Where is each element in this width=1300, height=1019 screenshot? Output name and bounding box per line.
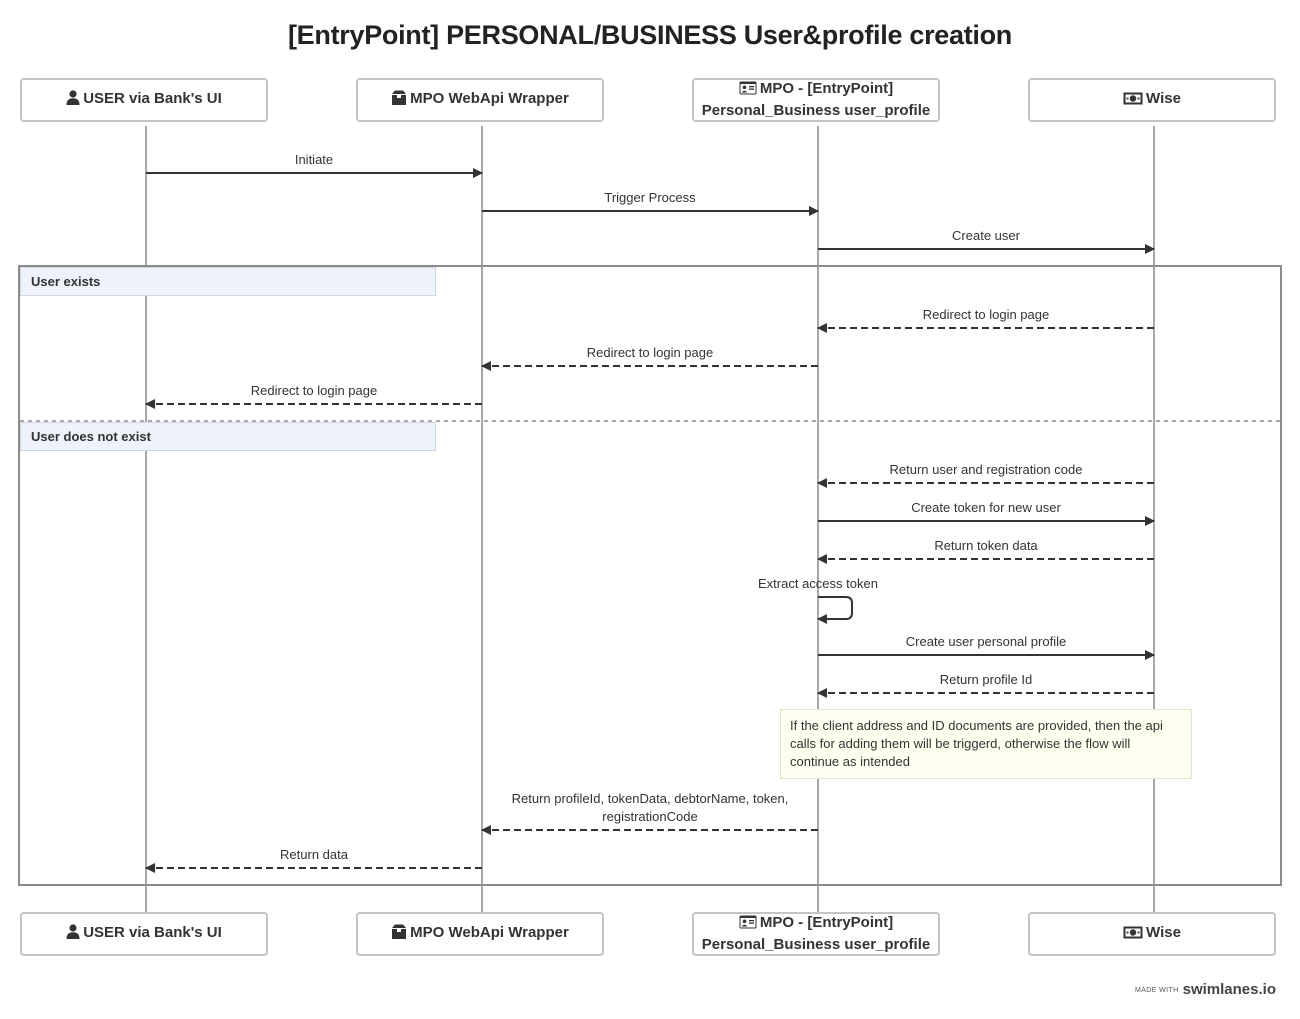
actor-label-line1: MPO - [EntryPoint]: [759, 914, 894, 931]
actor-mpo-top: MPO - [EntryPoint] Personal_Business use…: [692, 78, 940, 122]
actor-label: Wise: [1146, 924, 1181, 941]
message-label-redirect-2: Redirect to login page: [586, 345, 714, 360]
box-icon: [391, 924, 407, 945]
message-label-return-user-registration: Return user and registration code: [889, 462, 1083, 477]
message-label-trigger-process: Trigger Process: [604, 190, 696, 205]
fragment-label-user-not-exists: User does not exist: [20, 422, 436, 451]
actor-label-line1: MPO - [EntryPoint]: [759, 80, 894, 97]
fragment-label-user-exists: User exists: [20, 267, 436, 296]
message-label-line1: Return profileId, tokenData, debtorName,…: [511, 791, 789, 806]
message-label-line2: registrationCode: [602, 809, 698, 824]
actor-label-line1-row: MPO - [EntryPoint]: [739, 80, 893, 97]
actor-label-line1-row: MPO - [EntryPoint]: [739, 914, 893, 931]
actor-wise-bottom: Wise: [1028, 912, 1276, 956]
arrow-extract-access-token: [817, 596, 853, 624]
message-label-create-token: Create token for new user: [911, 500, 1061, 515]
watermark-prefix: MADE WITH: [1134, 987, 1179, 994]
message-label-redirect-3: Redirect to login page: [250, 383, 378, 398]
id-card-icon: [739, 81, 757, 101]
diagram-title: [EntryPoint] PERSONAL/BUSINESS User&prof…: [287, 20, 1012, 50]
id-card-icon: [739, 915, 757, 935]
actor-label: Wise: [1146, 90, 1181, 107]
actor-label: MPO WebApi Wrapper: [410, 90, 569, 107]
actor-wrapper-top: MPO WebApi Wrapper: [356, 78, 604, 122]
user-icon: [66, 924, 80, 945]
actor-wise-top: Wise: [1028, 78, 1276, 122]
actor-mpo-bottom: MPO - [EntryPoint] Personal_Business use…: [692, 912, 940, 956]
message-label-extract-access-token: Extract access token: [758, 576, 878, 591]
money-bill-icon: [1123, 91, 1143, 111]
actor-user-top: USER via Bank's UI: [20, 78, 268, 122]
actor-user-bottom: USER via Bank's UI: [20, 912, 268, 956]
message-label-return-profile-data: Return profileId, tokenData, debtorName,…: [482, 790, 818, 826]
message-label-create-personal-profile: Create user personal profile: [905, 634, 1067, 649]
message-label-create-user: Create user: [952, 228, 1020, 243]
actor-label-line2: Personal_Business user_profile: [701, 936, 931, 953]
actor-label: USER via Bank's UI: [83, 924, 222, 941]
actor-label: MPO WebApi Wrapper: [410, 924, 569, 941]
box-icon: [391, 90, 407, 111]
actor-label: USER via Bank's UI: [83, 90, 222, 107]
actor-label-line2: Personal_Business user_profile: [701, 102, 931, 119]
note-box: If the client address and ID documents a…: [780, 709, 1192, 779]
message-label-initiate: Initiate: [294, 152, 334, 167]
message-label-return-profile-id: Return profile Id: [939, 672, 1033, 687]
actor-wrapper-bottom: MPO WebApi Wrapper: [356, 912, 604, 956]
money-bill-icon: [1123, 925, 1143, 945]
message-label-return-token-data: Return token data: [934, 538, 1038, 553]
message-label-return-data: Return data: [280, 847, 348, 862]
watermark-brand: swimlanes.io: [1182, 981, 1276, 998]
message-label-redirect-1: Redirect to login page: [922, 307, 1050, 322]
user-icon: [66, 90, 80, 111]
alt-fragment-frame: [18, 265, 1282, 886]
